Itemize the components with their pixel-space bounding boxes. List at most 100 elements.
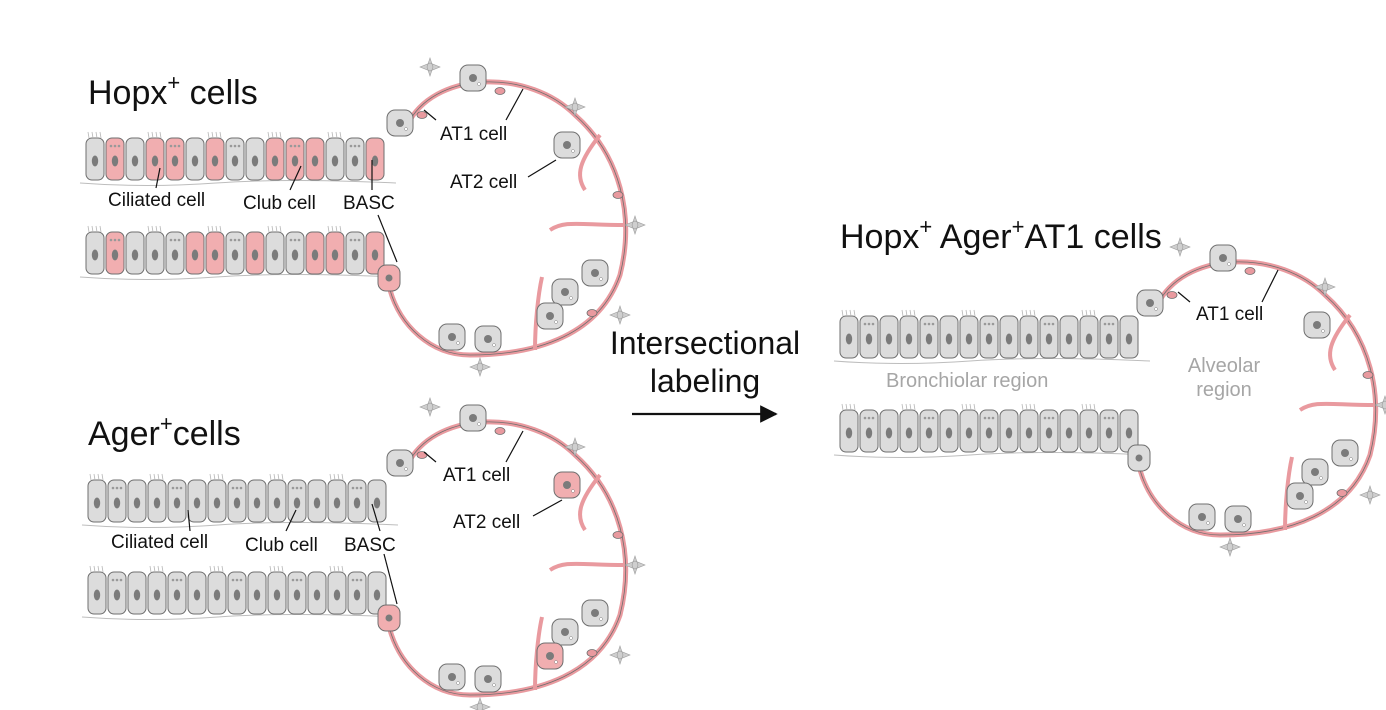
ager-top-nucleus: [133, 497, 141, 509]
ager-bot-cilia: [89, 565, 92, 573]
hopx-bot-cilia: [87, 225, 90, 233]
result-at1-nucleus: [1166, 291, 1178, 299]
hopx-bot-nucleus: [191, 249, 199, 261]
hopx-stromal-cell: [624, 215, 646, 235]
result-bot-cilia: [961, 403, 964, 411]
hopx-lamellar-body: [571, 149, 575, 153]
hopx-bot-basement-membrane: [79, 274, 397, 280]
hopx-top-cilia: [95, 131, 98, 139]
ager-top-granule: [119, 486, 123, 490]
ager-bot-granule: [179, 578, 183, 582]
result-bot-nucleus: [1005, 427, 1013, 439]
ager-bot-cilia: [277, 565, 280, 573]
ager-top-cilia: [333, 473, 336, 481]
hopx-bot-cilia: [339, 225, 342, 233]
hopx-septum: [578, 133, 602, 192]
ager-top-nucleus: [173, 497, 181, 509]
result-at2-nucleus: [1198, 513, 1206, 521]
hopx-top-cilia: [87, 131, 90, 139]
result-top-granule: [923, 322, 927, 326]
result-bot-granule: [931, 416, 935, 420]
result-top-cilia: [1081, 309, 1084, 317]
ager-bot-cilia: [333, 565, 336, 573]
ager-top-nucleus: [333, 497, 341, 509]
result-bot-granule: [1047, 416, 1051, 420]
ager-bot-granule: [235, 578, 239, 582]
ager-top-granule: [299, 486, 303, 490]
ager-top-cilia: [281, 473, 284, 481]
hopx-bot-cilia: [267, 225, 270, 233]
hopx-at2-nucleus: [546, 312, 554, 320]
hopx-bot-cilia: [335, 225, 338, 233]
result-bot-nucleus: [1085, 427, 1093, 439]
ager-bot-cilia: [217, 565, 220, 573]
result-lower-epithelium: [833, 403, 1151, 458]
hopx-club-label: Club cell: [243, 193, 316, 214]
ager-lamellar-body: [569, 636, 573, 640]
ager-basc-label: BASC: [344, 535, 396, 556]
hopx-bot-granule: [173, 238, 177, 242]
ager-bot-nucleus: [213, 589, 221, 601]
result-bot-cilia: [845, 403, 848, 411]
hopx-at2-nucleus: [563, 141, 571, 149]
result-top-nucleus: [1085, 333, 1093, 345]
hopx-top-cilia: [339, 131, 342, 139]
result-bot-cilia: [901, 403, 904, 411]
hopx-ciliated-label: Ciliated cell: [108, 190, 205, 211]
ager-bot-cilia: [149, 565, 152, 573]
result-bot-granule: [1107, 416, 1111, 420]
ager-bot-cilia: [157, 565, 160, 573]
ager-bot-cilia: [161, 565, 164, 573]
hopx-bot-cilia: [99, 225, 102, 233]
hopx-at2-nucleus: [561, 288, 569, 296]
result-lamellar-body: [1227, 262, 1231, 266]
ager-bot-granule: [299, 578, 303, 582]
result-top-granule: [931, 322, 935, 326]
result-bot-granule: [1051, 416, 1055, 420]
ager-bot-cilia: [329, 565, 332, 573]
hopx-bot-nucleus: [91, 249, 99, 261]
ager-bot-nucleus: [273, 589, 281, 601]
hopx-top-cilia: [99, 131, 102, 139]
hopx-top-cilia: [335, 131, 338, 139]
alveolar-region-label-line1: Alveolar: [1188, 355, 1261, 377]
ager-bot-cilia: [337, 565, 340, 573]
hopx-septum: [548, 221, 626, 232]
hopx-bot-cilia: [275, 225, 278, 233]
result-bot-nucleus: [965, 427, 973, 439]
hopx-bot-nucleus: [151, 249, 159, 261]
ager-top-granule: [171, 486, 175, 490]
result-bot-cilia: [973, 403, 976, 411]
hopx-top-cilia: [91, 131, 94, 139]
ager-top-cilia: [221, 473, 224, 481]
hopx-at2-label: AT2 cell: [450, 172, 517, 193]
hopx-bot-granule: [357, 238, 361, 242]
hopx-bot-nucleus: [291, 249, 299, 261]
ager-bot-granule: [119, 578, 123, 582]
ager-top-granule: [359, 486, 363, 490]
result-bot-cilia: [905, 403, 908, 411]
hopx-lamellar-body: [456, 341, 460, 345]
result-bot-nucleus: [885, 427, 893, 439]
result-septum: [1328, 313, 1352, 372]
result-top-nucleus: [905, 333, 913, 345]
result-stromal-cell: [1219, 537, 1241, 557]
result-bot-cilia: [1081, 403, 1084, 411]
ager-bot-basement-membrane: [81, 614, 399, 620]
result-alveolus: [1127, 237, 1386, 557]
ager-bot-nucleus: [173, 589, 181, 601]
result-stromal-cell: [1314, 277, 1336, 297]
result-bot-granule: [923, 416, 927, 420]
ager-top-granule: [175, 486, 179, 490]
result-upper-epithelium: [833, 309, 1151, 364]
result-bot-granule: [1043, 416, 1047, 420]
ager-bot-cilia: [273, 565, 276, 573]
hopx-lamellar-body: [404, 127, 408, 131]
ager-stromal-cell: [624, 555, 646, 575]
ager-bot-granule: [175, 578, 179, 582]
result-top-granule: [871, 322, 875, 326]
ager-bot-nucleus: [133, 589, 141, 601]
result-top-granule: [1107, 322, 1111, 326]
result-top-nucleus: [965, 333, 973, 345]
hopx-at1-nucleus: [586, 309, 598, 317]
